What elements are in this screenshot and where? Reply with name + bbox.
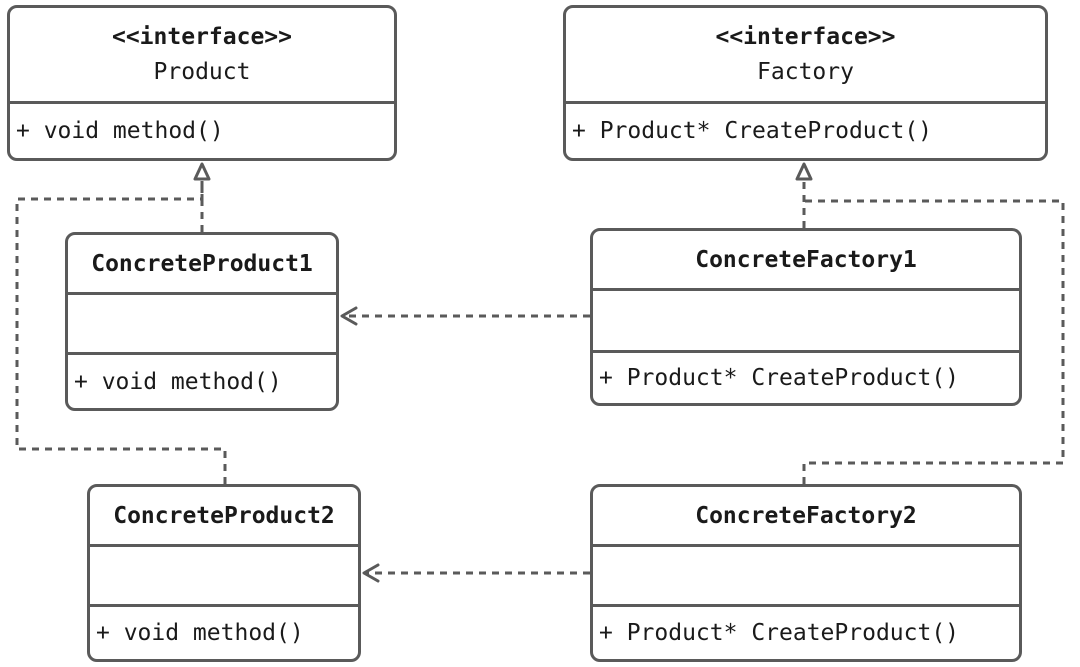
realization-arrowhead-factory xyxy=(795,162,813,181)
dependency-arrowhead-cp2 xyxy=(362,563,380,583)
concrete-product-1-box[interactable]: ConcreteProduct1 + void method() xyxy=(65,232,339,411)
concrete-factory-1-attributes xyxy=(593,288,1019,350)
product-header: <<interface>> Product xyxy=(10,8,394,101)
product-interface-box[interactable]: <<interface>> Product + void method() xyxy=(7,5,397,161)
realization-arrowhead-product xyxy=(193,162,211,181)
concrete-factory-1-box[interactable]: ConcreteFactory1 + Product* CreateProduc… xyxy=(590,228,1022,406)
concrete-product-2-name: ConcreteProduct2 xyxy=(113,502,335,529)
concrete-product-1-method: + void method() xyxy=(68,352,336,408)
factory-method: + Product* CreateProduct() xyxy=(566,101,1045,158)
factory-interface-box[interactable]: <<interface>> Factory + Product* CreateP… xyxy=(563,5,1048,161)
concrete-product-2-box[interactable]: ConcreteProduct2 + void method() xyxy=(87,484,361,662)
concrete-product-2-attributes xyxy=(90,544,358,604)
product-method: + void method() xyxy=(10,101,394,158)
concrete-factory-2-name: ConcreteFactory2 xyxy=(695,502,917,529)
realization-cp2-product xyxy=(15,180,227,484)
concrete-factory-2-attributes xyxy=(593,544,1019,604)
concrete-factory-2-method: + Product* CreateProduct() xyxy=(593,604,1019,659)
concrete-product-1-name: ConcreteProduct1 xyxy=(91,250,313,277)
factory-stereotype: <<interface>> xyxy=(715,23,896,50)
factory-name: Factory xyxy=(757,58,854,85)
concrete-factory-1-method: + Product* CreateProduct() xyxy=(593,350,1019,403)
factory-header: <<interface>> Factory xyxy=(566,8,1045,101)
product-name: Product xyxy=(153,58,251,85)
dependency-arrowhead-cp1 xyxy=(340,306,358,326)
concrete-product-2-method: + void method() xyxy=(90,604,358,659)
concrete-factory-2-box[interactable]: ConcreteFactory2 + Product* CreateProduc… xyxy=(590,484,1022,662)
concrete-factory-1-name: ConcreteFactory1 xyxy=(695,246,917,273)
realization-cf2-factory xyxy=(802,199,1065,484)
concrete-product-1-attributes xyxy=(68,292,336,352)
product-stereotype: <<interface>> xyxy=(111,23,292,50)
